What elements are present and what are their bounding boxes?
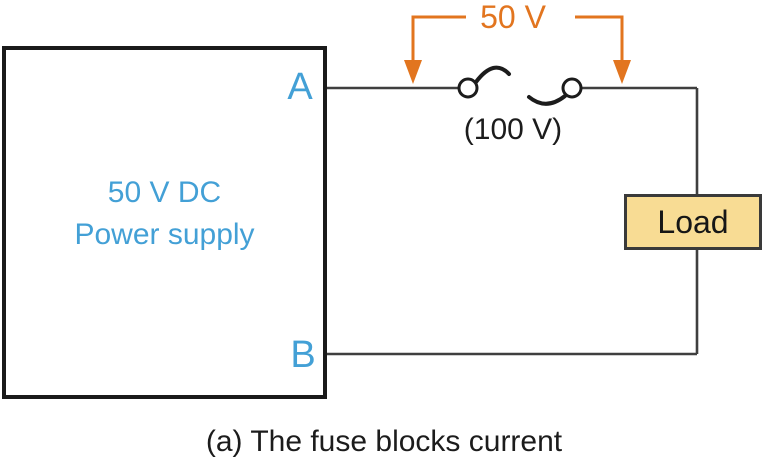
figure-caption: (a) The fuse blocks current	[205, 425, 563, 458]
power-supply-label: 50 V DC Power supply	[2, 172, 327, 256]
load-label: Load	[657, 204, 729, 240]
fuse-rating-label: (100 V)	[463, 113, 563, 146]
fuse-element-right-arc	[527, 94, 567, 106]
fuse-voltage-across-label: 50 V	[480, 0, 546, 35]
power-supply-label-line1: 50 V DC	[107, 176, 222, 209]
terminal-a-label: A	[287, 66, 313, 108]
voltage-bracket	[404, 15, 631, 84]
fuse-terminal-left	[457, 77, 479, 99]
fuse-element-left-arc	[474, 65, 511, 84]
arrow-down-right-icon	[613, 60, 631, 84]
power-supply-label-line2: Power supply	[74, 218, 255, 251]
terminal-b-label: B	[290, 334, 316, 376]
fuse-terminal-right	[561, 77, 583, 99]
arrow-down-left-icon	[404, 60, 422, 84]
power-supply-box	[2, 46, 327, 399]
load-box: Load	[624, 194, 762, 250]
blown-fuse-icon	[457, 65, 583, 106]
